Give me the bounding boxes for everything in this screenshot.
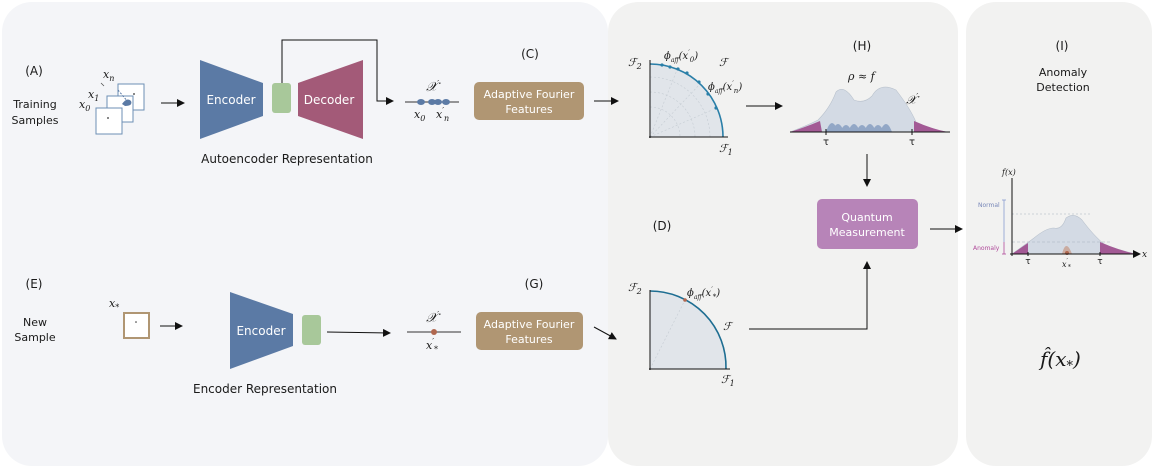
adaptive-fourier-bottom-line1: Adaptive Fourier — [484, 318, 575, 331]
latent-block-top — [272, 83, 291, 113]
adaptive-fourier-bottom-line2: Features — [505, 333, 553, 346]
encoder-trapezoid-top — [200, 60, 263, 139]
anomaly-detection-line2: Detection — [1036, 81, 1089, 94]
training-samples-line2: Samples — [12, 114, 59, 127]
latent-block-bottom — [302, 315, 321, 345]
panel-label-g: (G) — [525, 277, 544, 291]
adaptive-fourier-box-top — [474, 82, 584, 120]
autoencoder-caption: Autoencoder Representation — [201, 152, 373, 166]
density-estimate — [789, 86, 950, 135]
training-sample-stack — [95, 82, 145, 135]
x-axis-label-i: x — [1142, 250, 1147, 260]
F-label-bottom: ℱ — [723, 320, 734, 333]
anomaly-density-plot — [1002, 178, 1141, 258]
new-sample-image — [123, 312, 150, 339]
xstar-label: x* — [109, 297, 119, 312]
normal-label: Normal — [978, 202, 1000, 209]
tau-right-h: τ — [909, 137, 915, 148]
label-xn: xn — [103, 68, 114, 83]
encoder-caption: Encoder Representation — [193, 382, 337, 396]
rho-approx-f: ρ ≈ f — [847, 70, 877, 83]
latent-point-4 — [442, 99, 450, 105]
feature-quadrant-bottom — [649, 290, 730, 370]
latent-point-1 — [417, 99, 425, 105]
latent-x0-label: x0 — [414, 108, 425, 123]
f-of-x-axis: f(x) — [1001, 168, 1016, 177]
latent-point-star — [431, 329, 437, 335]
tau-left-i: τ — [1025, 257, 1030, 267]
decoder-trapezoid — [298, 60, 363, 139]
xstar-latent-i: x′* — [1062, 258, 1071, 271]
arrow-latent-to-space-bottom — [326, 328, 391, 337]
arrow-fourier-to-quadrant-bottom — [593, 326, 617, 340]
tau-right-i: τ — [1097, 257, 1102, 267]
quantum-measurement-box — [817, 199, 918, 249]
quantum-line2: Measurement — [829, 226, 905, 239]
encoder-trapezoid-bottom — [230, 292, 293, 369]
latent-point-3 — [434, 99, 442, 105]
arrow-quadrant-bottom-to-quantum — [749, 261, 871, 330]
F-label-top: ℱ — [719, 56, 730, 69]
adaptive-fourier-top-line1: Adaptive Fourier — [484, 88, 575, 101]
new-sample-line1: New — [23, 316, 47, 329]
panel-label-e: (E) — [26, 277, 43, 291]
latent-point-2 — [428, 99, 436, 105]
phi-xstar-label: ϕaff(x′*) — [687, 286, 720, 301]
panel-label-c: (C) — [521, 47, 539, 61]
label-x0: x0 — [79, 98, 90, 113]
training-samples-line1: Training — [12, 98, 56, 111]
decoder-label: Decoder — [304, 93, 355, 107]
panel-label-a: (A) — [25, 64, 43, 78]
panel-label-i: (I) — [1056, 39, 1069, 53]
panel-label-h: (H) — [853, 39, 871, 53]
label-x1: x1 — [88, 88, 99, 103]
anomaly-detection-line1: Anomaly — [1039, 66, 1088, 79]
quantum-line1: Quantum — [841, 211, 892, 224]
new-sample-line2: Sample — [14, 331, 55, 344]
f-hat-output: f̂(x*) — [1038, 347, 1081, 374]
anomaly-label: Anomaly — [973, 245, 1000, 252]
panel-left — [2, 2, 608, 466]
adaptive-fourier-box-bottom — [476, 312, 583, 350]
adaptive-fourier-top-line2: Features — [505, 103, 553, 116]
encoder-label-bottom: Encoder — [236, 324, 285, 338]
latent-bypass-arrow — [281, 39, 394, 105]
panel-label-d: (D) — [653, 219, 672, 233]
tau-left-h: τ — [823, 137, 829, 148]
encoder-label-top: Encoder — [206, 93, 255, 107]
feature-quadrant-top — [649, 60, 728, 138]
